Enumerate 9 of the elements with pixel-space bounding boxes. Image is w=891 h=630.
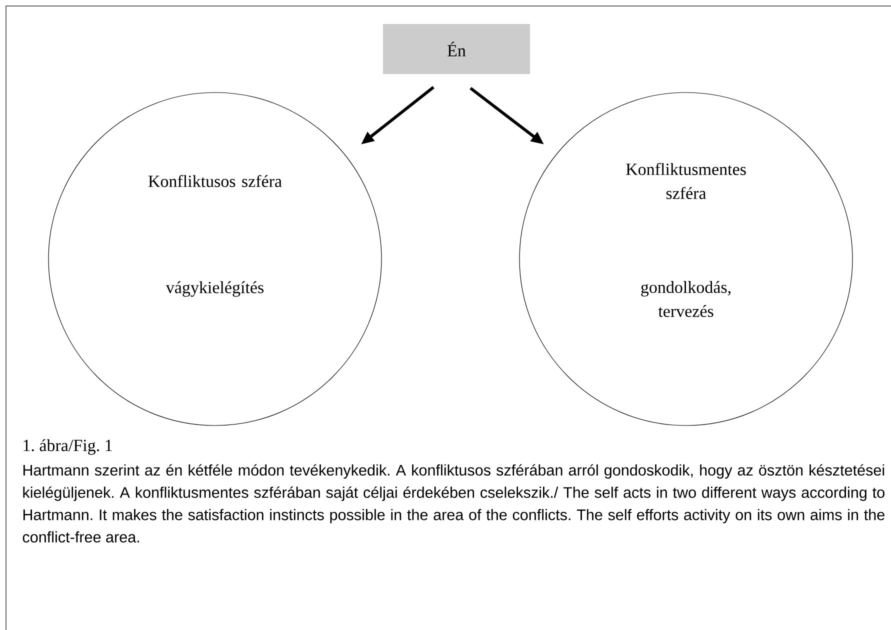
circle-text: Konfliktusmentes szféra [626, 162, 746, 200]
sphere-circle [48, 92, 382, 426]
circle-text: gondolkodás, tervezés [641, 281, 730, 317]
figure-title: 1. ábra/Fig. 1 [24, 439, 112, 455]
circle-text: vágykielégítés [166, 281, 264, 297]
circle-text: Konfliktusos szféra [148, 174, 282, 188]
label-box: Én [383, 24, 530, 74]
caption-text: Hartmann szerint az én kétféle módon tevékenykedik. A konfliktusos szférában arról gondoskodik, hogy az ösztön késztetései kielégüljenek. A konfliktusmentes szférában saját céljai érdekében cselekszik./ The self acts in two different ways according to Hartmann. It makes the satisfaction instincts possible in the area of the conflicts. The self efforts activity on its own aims in the conflict-free area. [22, 464, 884, 543]
sphere-circle [519, 92, 853, 426]
